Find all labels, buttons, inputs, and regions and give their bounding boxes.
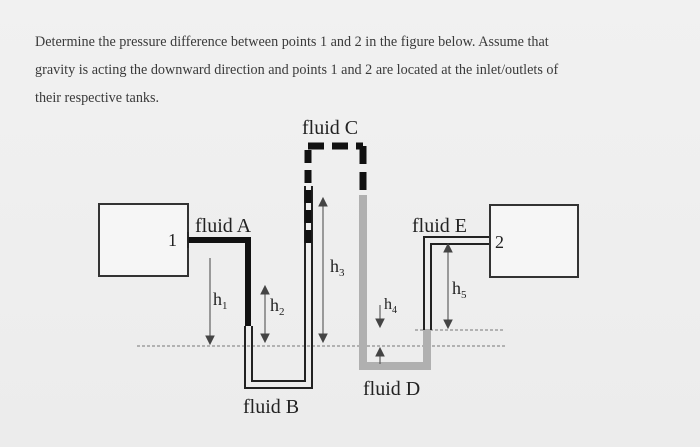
h5-label: h5 [452, 278, 467, 301]
point-2-label: 2 [495, 232, 504, 252]
problem-statement: Determine the pressure difference betwee… [35, 28, 680, 112]
h2-label: h2 [270, 295, 285, 318]
fluid-d-label: fluid D [363, 378, 420, 400]
fluid-c-label: fluid C [302, 117, 358, 139]
h5-arrow [443, 242, 453, 330]
fluid-e-pipe [423, 236, 489, 330]
fluid-a-pipe [187, 232, 251, 326]
fluid-b-utube [244, 186, 313, 389]
fluid-d-utube [359, 195, 431, 370]
h3-label: h3 [330, 256, 345, 279]
problem-line-1: Determine the pressure difference betwee… [35, 34, 549, 50]
h1-arrow [205, 258, 215, 346]
fluid-c-pipe [304, 142, 367, 243]
h4-arrow [375, 305, 385, 364]
h1-label: h1 [213, 289, 228, 312]
h4-label: h4 [384, 296, 397, 316]
h2-arrow [260, 284, 270, 344]
point-1-label: 1 [168, 230, 177, 250]
problem-line-3: their respective tanks. [35, 90, 160, 106]
h3-arrow [318, 196, 328, 344]
fluid-e-label: fluid E [412, 215, 467, 237]
tank-2 [489, 204, 579, 278]
fluid-b-label: fluid B [243, 396, 299, 418]
problem-line-2: gravity is acting the downward direction… [35, 62, 559, 78]
fluid-a-label: fluid A [195, 215, 252, 237]
